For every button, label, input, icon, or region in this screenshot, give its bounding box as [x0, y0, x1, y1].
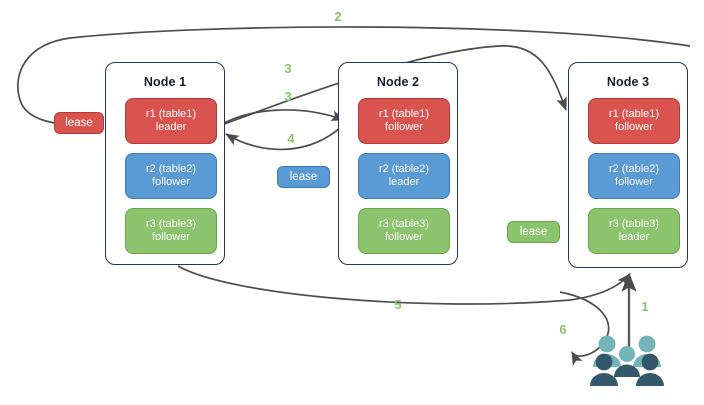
replica-name: r2 (table2)	[145, 162, 197, 175]
step-label-5: 5	[394, 297, 402, 312]
replica-name: r1 (table1)	[378, 107, 430, 120]
replica-role: follower	[152, 231, 190, 243]
replica-card[interactable]: r1 (table1) follower	[358, 98, 450, 144]
node-title: Node 2	[376, 75, 420, 89]
lease-badge-red[interactable]: lease	[54, 112, 104, 134]
replica-card[interactable]: r2 (table2) follower	[588, 153, 680, 199]
lease-label: lease	[65, 117, 93, 129]
people-group-icon	[590, 334, 664, 388]
step-label-3b: 3	[284, 89, 292, 104]
node-container-1[interactable]: Node 1 r1 (table1) leader r2 (table2) fo…	[105, 62, 225, 265]
replica-role: leader	[618, 231, 650, 243]
replica-name: r1 (table1)	[145, 107, 197, 120]
step-label-3a: 3	[284, 61, 292, 76]
replica-card[interactable]: r1 (table1) follower	[588, 98, 680, 144]
replica-card[interactable]: r2 (table2) follower	[125, 153, 217, 199]
replica-role: follower	[385, 231, 423, 243]
lease-badge-blue[interactable]: lease	[277, 166, 330, 188]
replica-role: follower	[385, 121, 423, 133]
node-container-3[interactable]: Node 3 r1 (table1) follower r2 (table2) …	[568, 62, 688, 268]
lease-label: lease	[519, 226, 548, 238]
node-title: Node 1	[143, 75, 187, 89]
replica-role: follower	[152, 176, 190, 188]
replica-card[interactable]: r2 (table2) leader	[358, 153, 450, 199]
replica-card[interactable]: r1 (table1) leader	[125, 98, 217, 144]
replica-role: leader	[155, 121, 187, 133]
step-label-4: 4	[287, 131, 295, 146]
replica-card[interactable]: r3 (table3) follower	[125, 208, 217, 254]
step-label-2: 2	[334, 9, 342, 24]
replica-role: follower	[615, 176, 653, 188]
replica-name: r1 (table1)	[608, 107, 660, 120]
replica-name: r3 (table3)	[608, 217, 660, 230]
replica-name: r2 (table2)	[608, 162, 660, 175]
arrow-step-3-lower	[218, 109, 345, 127]
replica-card[interactable]: r3 (table3) follower	[358, 208, 450, 254]
replica-card[interactable]: r3 (table3) leader	[588, 208, 680, 254]
replica-name: r2 (table2)	[378, 162, 430, 175]
lease-badge-green[interactable]: lease	[507, 221, 560, 243]
lease-label: lease	[289, 171, 318, 183]
replica-role: follower	[615, 121, 653, 133]
node-container-2[interactable]: Node 2 r1 (table1) follower r2 (table2) …	[338, 62, 458, 265]
step-label-1: 1	[641, 299, 649, 314]
step-label-6: 6	[559, 322, 567, 337]
replica-name: r3 (table3)	[145, 217, 197, 230]
replica-name: r3 (table3)	[378, 217, 430, 230]
replica-role: leader	[388, 176, 420, 188]
node-title: Node 3	[606, 75, 650, 89]
